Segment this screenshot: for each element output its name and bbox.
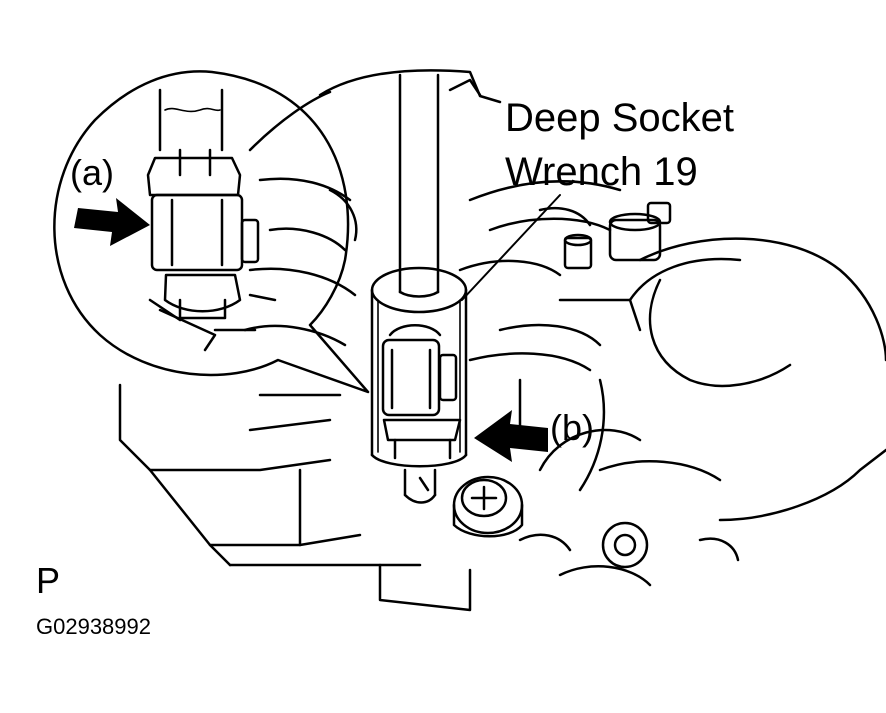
tool-callout-line2: Wrench 19 (505, 150, 698, 194)
tool-callout-line1: Deep Socket (505, 96, 735, 140)
label-a: (a) (70, 152, 114, 193)
inset-magnifier (53, 70, 370, 394)
arrow-a-icon (74, 198, 150, 246)
arrow-b-icon (474, 410, 548, 462)
screw (452, 475, 524, 538)
label-b: (b) (550, 407, 594, 448)
view-mark: P (36, 560, 61, 601)
tool-leader-line (461, 194, 561, 301)
engine-block (118, 69, 886, 612)
figure-code: G02938992 (36, 614, 151, 639)
deep-socket-wrench (370, 73, 468, 504)
